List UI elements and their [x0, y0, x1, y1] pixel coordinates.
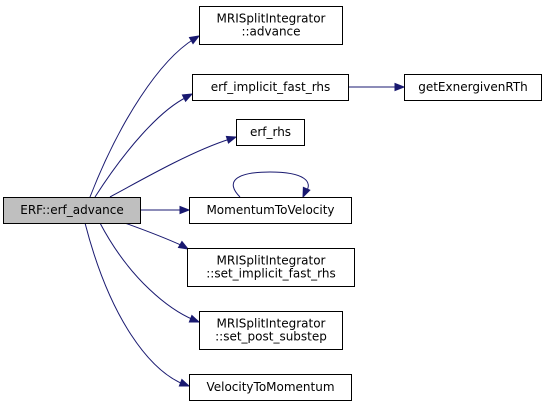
arrowhead-m2v-to-m2v — [302, 186, 311, 199]
arrowhead-root-to-advance — [188, 35, 201, 45]
node-box-exner[interactable] — [404, 74, 542, 101]
node-m2v[interactable]: MomentumToVelocity — [189, 197, 352, 224]
node-advance[interactable]: MRISplitIntegrator::advance — [199, 6, 343, 45]
arrowhead-root-to-setimpl — [177, 240, 190, 250]
node-label-implicit-0: erf_implicit_fast_rhs — [211, 80, 331, 94]
node-label-v2m-0: VelocityToMomentum — [206, 380, 334, 394]
node-v2m[interactable]: VelocityToMomentum — [189, 374, 352, 401]
edge-m2v-to-m2v — [232, 171, 309, 198]
node-label-setimpl-1: ::set_implicit_fast_rhs — [206, 267, 336, 281]
node-label-m2v-0: MomentumToVelocity — [206, 203, 334, 217]
edge-root-to-setimpl — [124, 222, 184, 247]
node-root[interactable]: ERF::erf_advance — [3, 197, 141, 224]
edge-root-to-rhs — [109, 138, 231, 198]
edges-layer — [84, 35, 406, 387]
edge-root-to-advance — [89, 38, 195, 198]
arrowhead-root-to-v2m — [178, 378, 191, 387]
node-box-rhs[interactable] — [236, 119, 305, 146]
node-implicit[interactable]: erf_implicit_fast_rhs — [192, 74, 349, 101]
node-label-rhs-0: erf_rhs — [250, 125, 291, 139]
node-label-advance-1: ::advance — [241, 25, 300, 39]
node-box-m2v[interactable] — [189, 197, 352, 224]
node-box-setpost[interactable] — [199, 311, 343, 350]
node-box-advance[interactable] — [199, 6, 343, 45]
node-exner[interactable]: getExnergivenRTh — [404, 74, 542, 101]
arrowhead-root-to-setpost — [188, 314, 201, 323]
edge-root-to-setpost — [99, 222, 195, 321]
node-label-setimpl-0: MRISplitIntegrator — [217, 254, 326, 268]
arrowhead-root-to-implicit — [181, 93, 194, 103]
node-label-setpost-0: MRISplitIntegrator — [217, 317, 326, 331]
nodes-layer: ERF::erf_advanceMRISplitIntegrator::adva… — [3, 6, 542, 401]
node-setpost[interactable]: MRISplitIntegrator::set_post_substep — [199, 311, 343, 350]
node-label-setpost-1: ::set_post_substep — [215, 330, 327, 344]
node-setimpl[interactable]: MRISplitIntegrator::set_implicit_fast_rh… — [187, 248, 355, 287]
edge-root-to-implicit — [94, 96, 188, 198]
node-label-exner-0: getExnergivenRTh — [418, 80, 528, 94]
node-box-v2m[interactable] — [189, 374, 352, 401]
node-box-setimpl[interactable] — [187, 248, 355, 287]
node-box-implicit[interactable] — [192, 74, 349, 101]
node-box-root[interactable] — [3, 197, 141, 224]
node-label-root-0: ERF::erf_advance — [20, 203, 124, 217]
node-rhs[interactable]: erf_rhs — [236, 119, 305, 146]
arrowhead-root-to-rhs — [225, 135, 238, 144]
node-label-advance-0: MRISplitIntegrator — [217, 12, 326, 26]
arrowhead-root-to-m2v — [179, 205, 191, 215]
arrowhead-implicit-to-exner — [394, 82, 406, 92]
edge-root-to-v2m — [84, 222, 184, 385]
